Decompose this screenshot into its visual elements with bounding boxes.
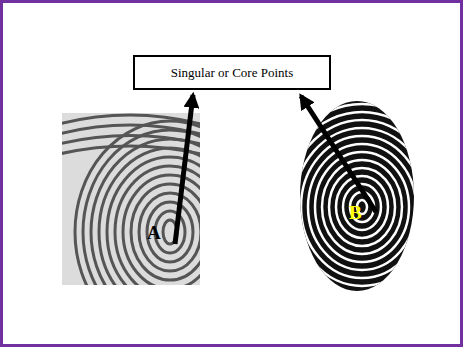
box-label: Singular or Core Points (165, 65, 299, 81)
point-letter: B (349, 203, 362, 222)
fingerprint-whorl (273, 95, 451, 310)
leader-arrow (175, 95, 193, 244)
title-box: Singular or Core Points (133, 55, 331, 90)
point-letter: A (147, 223, 161, 242)
leader-arrow (301, 96, 376, 212)
